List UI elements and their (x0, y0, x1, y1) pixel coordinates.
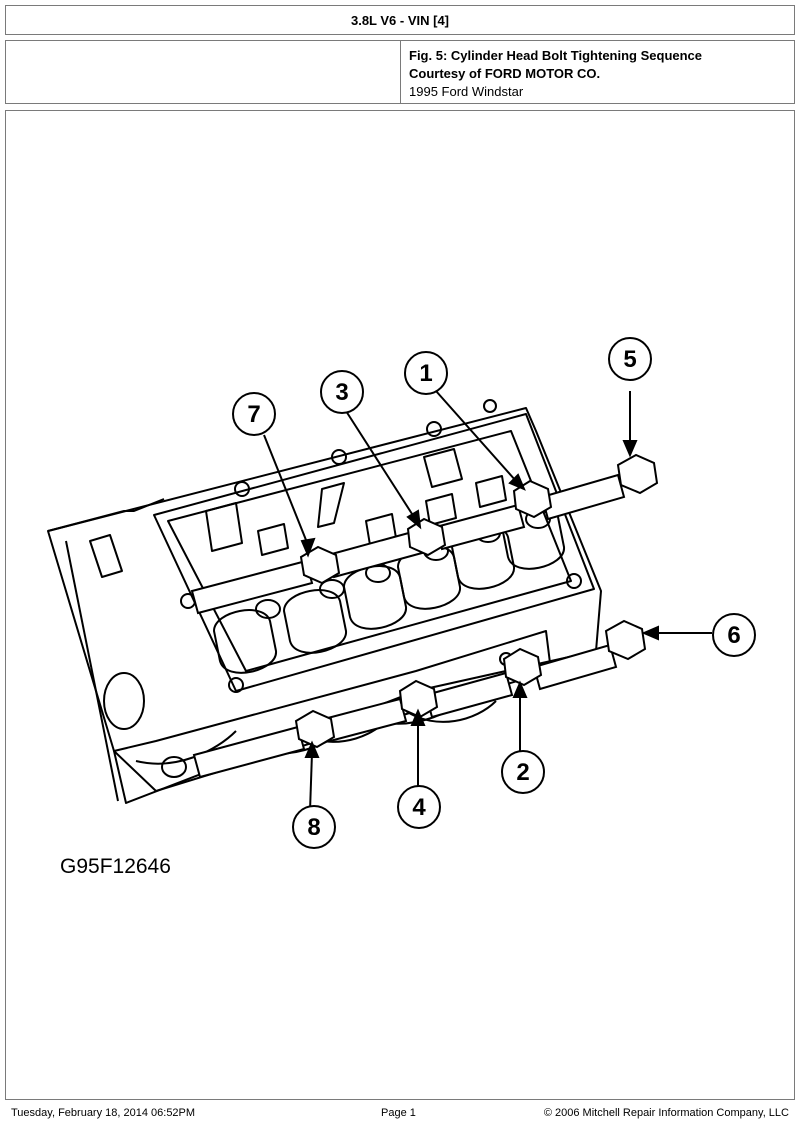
caption-divider (400, 41, 401, 103)
callout-7-circle (232, 392, 276, 436)
vehicle-line: 1995 Ford Windstar (409, 84, 524, 99)
print-date: Tuesday, February 18, 2014 06:52PM (11, 1107, 196, 1119)
callout-4-label: 4 (412, 794, 426, 821)
callout-1-circle (404, 351, 448, 395)
callout-5-label: 5 (623, 346, 636, 373)
copyright: © 2006 Mitchell Repair Information Compa… (543, 1107, 789, 1119)
figure-panel: 1 2 3 4 5 6 7 8 G95F12646 (5, 110, 795, 1100)
callout-8-label: 8 (307, 814, 320, 841)
callout-5-circle (608, 337, 652, 381)
caption-text: Fig. 5: Cylinder Head Bolt Tightening Se… (409, 47, 702, 101)
callout-6-circle (712, 613, 756, 657)
header-bar: 3.8L V6 - VIN [4] (5, 5, 795, 35)
figure-caption: Fig. 5: Cylinder Head Bolt Tightening Se… (409, 48, 703, 63)
caption-box: Fig. 5: Cylinder Head Bolt Tightening Se… (5, 40, 795, 104)
callout-7-label: 7 (247, 401, 260, 428)
callout-8-circle (292, 805, 336, 849)
callout-3-label: 3 (335, 379, 348, 406)
callout-4-circle (397, 785, 441, 829)
callout-1-label: 1 (419, 360, 432, 387)
footer: Tuesday, February 18, 2014 06:52PM Page … (0, 1104, 800, 1132)
figure-code: G95F12646 (60, 855, 171, 878)
cylinder-head-illustration: 1 2 3 4 5 6 7 8 G95F12646 (47, 337, 756, 878)
callout-2-label: 2 (516, 759, 529, 786)
callout-6-label: 6 (727, 622, 740, 649)
page-title: 3.8L V6 - VIN [4] (350, 13, 449, 28)
page-number: Page 1 (381, 1107, 416, 1119)
courtesy-line: Courtesy of FORD MOTOR CO. (409, 66, 601, 81)
callout-3-circle (320, 370, 364, 414)
callout-2-circle (501, 750, 545, 794)
